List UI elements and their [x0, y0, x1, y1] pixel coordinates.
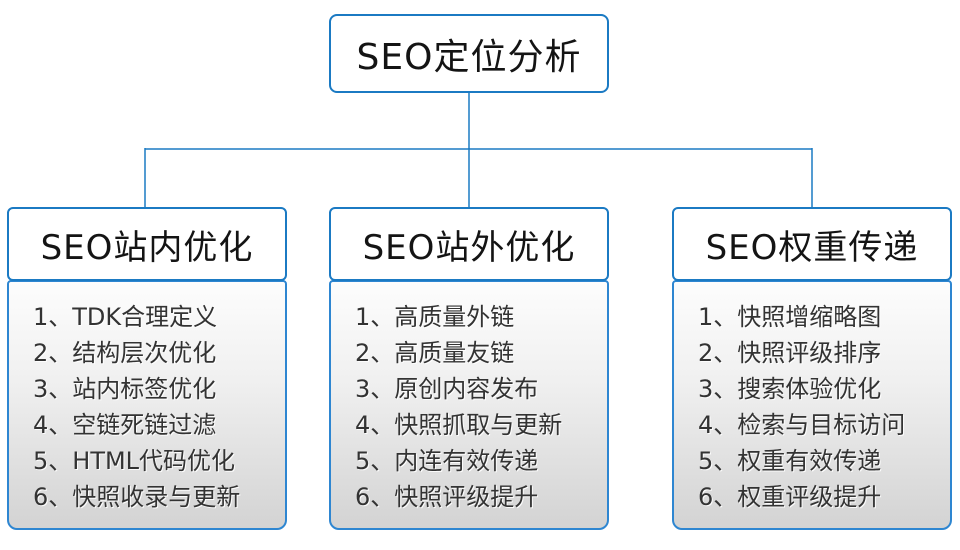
branch-onsite-title: SEO站内优化 — [40, 227, 254, 268]
connector-group — [144, 92, 813, 208]
list-item: 4、快照抓取与更新 — [355, 411, 563, 439]
branch-offsite-header: SEO站外优化 — [329, 207, 609, 281]
list-item: 2、高质量友链 — [355, 339, 515, 367]
list-item: 2、结构层次优化 — [33, 339, 217, 367]
list-item: 3、搜索体验优化 — [698, 375, 882, 403]
branch-offsite-list: 1、高质量外链 2、高质量友链 3、原创内容发布 4、快照抓取与更新 5、内连有… — [329, 280, 609, 530]
root-node-title: SEO定位分析 — [356, 36, 582, 78]
list-item: 4、空链死链过滤 — [33, 411, 217, 439]
branch-weight-title: SEO权重传递 — [705, 227, 919, 268]
list-item: 4、检索与目标访问 — [698, 411, 906, 439]
list-item: 2、快照评级排序 — [698, 339, 882, 367]
branch-weight-list: 1、快照增缩略图 2、快照评级排序 3、搜索体验优化 4、检索与目标访问 5、权… — [672, 280, 952, 530]
list-item: 1、TDK合理定义 — [33, 303, 218, 331]
list-item: 3、站内标签优化 — [33, 375, 217, 403]
branch-weight-header: SEO权重传递 — [672, 207, 952, 281]
list-item: 6、快照评级提升 — [355, 483, 539, 511]
list-item: 5、HTML代码优化 — [33, 447, 236, 475]
list-item: 5、权重有效传递 — [698, 447, 882, 475]
list-item: 1、快照增缩略图 — [698, 303, 882, 331]
list-item: 6、权重评级提升 — [698, 483, 882, 511]
list-item: 1、高质量外链 — [355, 303, 515, 331]
root-node: SEO定位分析 — [329, 14, 609, 93]
branch-onsite-list: 1、TDK合理定义 2、结构层次优化 3、站内标签优化 4、空链死链过滤 5、H… — [7, 280, 287, 530]
branch-onsite-header: SEO站内优化 — [7, 207, 287, 281]
list-item: 6、快照收录与更新 — [33, 483, 241, 511]
list-item: 3、原创内容发布 — [355, 375, 539, 403]
list-item: 5、内连有效传递 — [355, 447, 539, 475]
branch-offsite-title: SEO站外优化 — [362, 227, 576, 268]
